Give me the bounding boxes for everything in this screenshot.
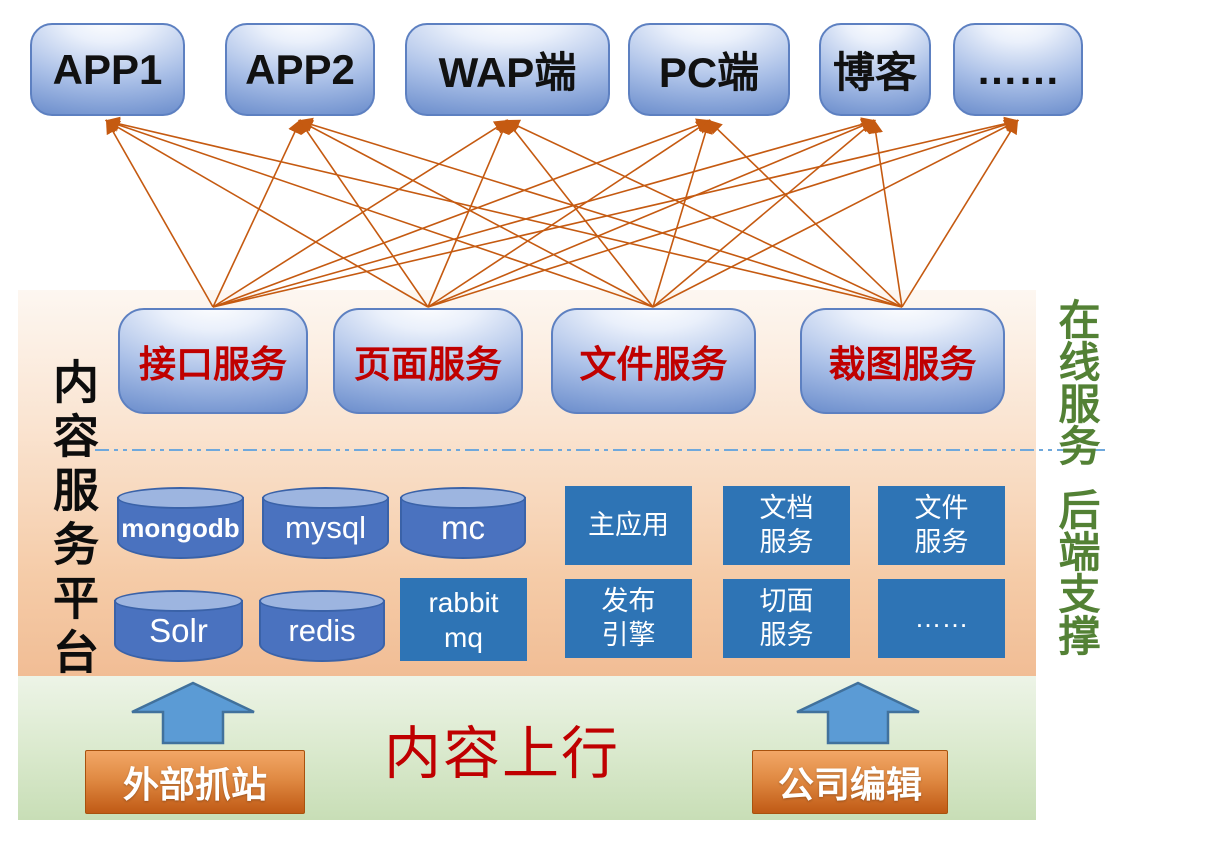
connection-line xyxy=(868,118,903,308)
connection-line xyxy=(427,119,509,308)
db-cylinder-mongodb: mongodb xyxy=(117,487,244,559)
connection-line xyxy=(212,119,509,308)
service-box-image: 裁图服务 xyxy=(800,308,1005,414)
connection-line xyxy=(427,117,1020,308)
connection-line xyxy=(652,119,876,308)
app-box-pc: PC端 xyxy=(628,23,790,116)
cylinder-top xyxy=(259,590,385,612)
platform-title: 内容服务平台 xyxy=(47,358,99,682)
service-box-file: 文件服务 xyxy=(551,308,756,414)
app-box-wap: WAP端 xyxy=(405,23,610,116)
uplink-title: 内容上行 xyxy=(384,722,620,786)
db-cylinder-solr: Solr xyxy=(114,590,243,662)
side-label-backend-support: 后端支撑 xyxy=(1053,488,1100,656)
backend-box-main-app: 主应用 xyxy=(565,486,692,565)
connection-line xyxy=(104,116,903,308)
cylinder-top xyxy=(114,590,243,612)
cylinder-top xyxy=(117,487,244,509)
db-cylinder-mysql: mysql xyxy=(262,487,389,559)
app-box-app1: APP1 xyxy=(30,23,185,116)
backend-box-more: …… xyxy=(878,579,1005,658)
connection-line xyxy=(212,117,877,308)
db-cylinder-label: mongodb xyxy=(117,497,244,559)
connection-line xyxy=(298,119,654,308)
connection-line xyxy=(297,117,903,308)
source-tag-external-crawl: 外部抓站 xyxy=(85,750,305,814)
cylinder-top xyxy=(400,487,526,509)
cylinder-top xyxy=(262,487,389,509)
up-arrow-right xyxy=(796,681,920,745)
backend-box-doc-service: 文档 服务 xyxy=(723,486,850,565)
connection-line xyxy=(212,119,302,308)
connection-line xyxy=(427,119,711,308)
connection-line xyxy=(212,116,1020,308)
connection-line xyxy=(505,119,654,308)
connection-line xyxy=(901,119,1019,308)
db-cylinder-mc: mc xyxy=(400,487,526,559)
connection-line xyxy=(505,119,903,308)
app-box-blog: 博客 xyxy=(819,23,931,116)
up-arrow-left xyxy=(131,681,255,745)
side-label-online-services: 在线服务 xyxy=(1053,298,1100,466)
backend-box-aspect-service: 切面 服务 xyxy=(723,579,850,658)
service-box-page: 页面服务 xyxy=(333,308,523,414)
connection-line xyxy=(104,118,654,308)
connection-line xyxy=(707,119,903,308)
connection-line xyxy=(105,119,429,308)
app-box-more: …… xyxy=(953,23,1083,116)
backend-box-rabbitmq: rabbit mq xyxy=(400,578,527,661)
connection-line xyxy=(652,118,713,308)
connection-line xyxy=(427,119,876,308)
connection-line xyxy=(652,120,1019,308)
backend-box-file-service: 文件 服务 xyxy=(878,486,1005,565)
connection-line xyxy=(212,118,712,308)
db-cylinder-redis: redis xyxy=(259,590,385,662)
backend-box-publish-engine: 发布 引擎 xyxy=(565,579,692,658)
app-box-app2: APP2 xyxy=(225,23,375,116)
connection-line xyxy=(105,119,214,308)
connection-line xyxy=(298,119,429,308)
source-tag-company-editors: 公司编辑 xyxy=(752,750,948,814)
service-box-api: 接口服务 xyxy=(118,308,308,414)
